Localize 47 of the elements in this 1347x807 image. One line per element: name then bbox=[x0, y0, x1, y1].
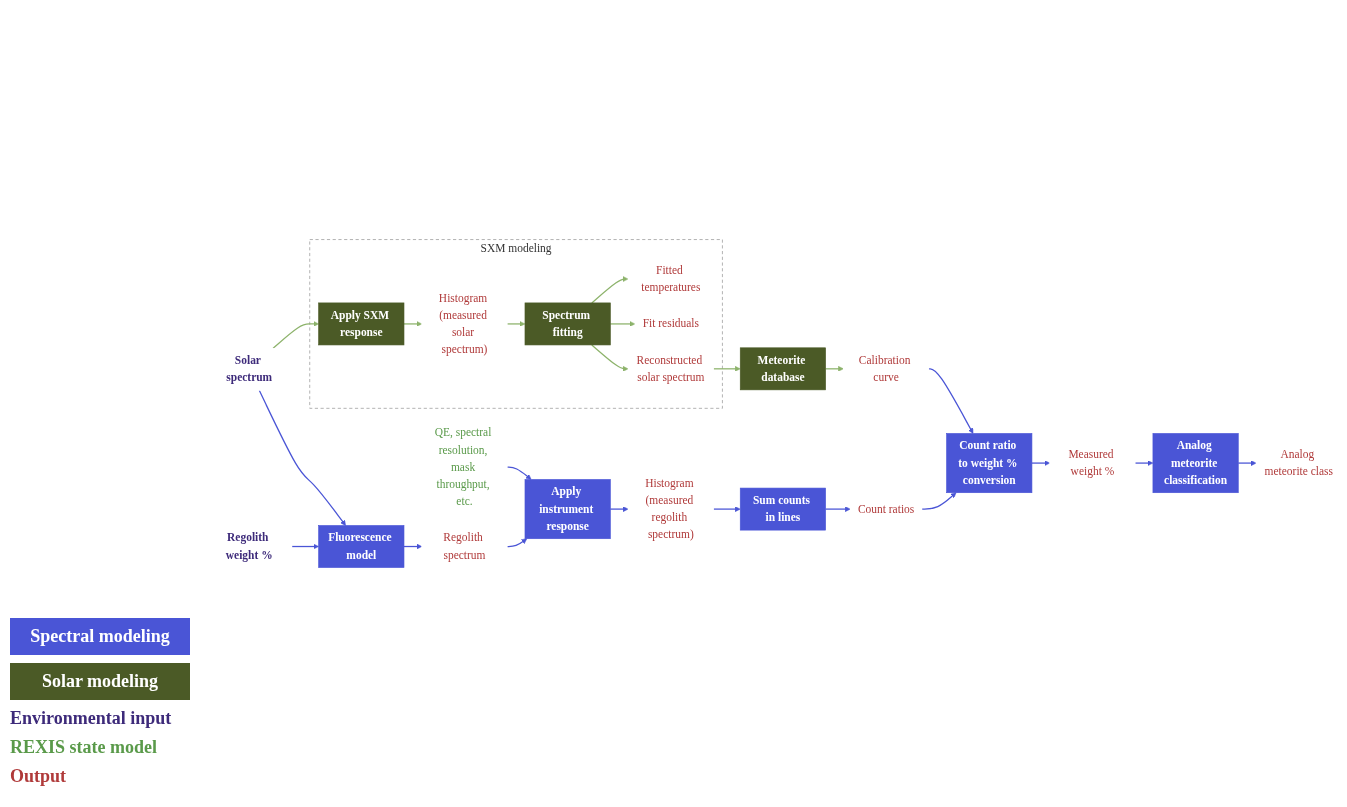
arrow bbox=[506, 321, 525, 327]
node-text: Analog meteorite class bbox=[1264, 447, 1333, 478]
arrow bbox=[920, 492, 956, 510]
node-box: Count ratio to weight % conversion bbox=[945, 433, 1032, 493]
arrow bbox=[609, 321, 635, 327]
node-box: Apply SXM response bbox=[317, 302, 404, 346]
node-text: Histogram (measured regolith spectrum) bbox=[644, 476, 694, 541]
arrow bbox=[1133, 460, 1153, 466]
arrow bbox=[712, 366, 740, 372]
arrow bbox=[1237, 460, 1256, 466]
node-text: Regolith spectrum bbox=[442, 531, 485, 562]
legend-swatch: Spectral modeling bbox=[10, 618, 190, 655]
node-text: Measured weight % bbox=[1067, 447, 1114, 478]
node-text: Histogram (measured solar spectrum) bbox=[438, 291, 487, 356]
arrow bbox=[402, 543, 422, 550]
arrow bbox=[402, 321, 422, 327]
arrow bbox=[272, 321, 319, 349]
node-text: Calibration curve bbox=[858, 353, 910, 384]
arrow bbox=[824, 366, 844, 372]
arrow bbox=[1030, 460, 1050, 466]
node-text: Count ratios bbox=[857, 502, 914, 516]
node-box: Apply instrument response bbox=[524, 479, 611, 539]
arrow bbox=[258, 389, 346, 526]
node-text: Solar spectrum bbox=[225, 353, 272, 384]
arrow bbox=[609, 506, 628, 512]
node-text: QE, spectral resolution, mask throughput, etc. bbox=[434, 426, 491, 508]
node-box: Sum counts in lines bbox=[739, 487, 826, 531]
arrow bbox=[506, 538, 527, 548]
node-text: Fitted temperatures bbox=[640, 263, 700, 294]
arrow bbox=[824, 506, 850, 512]
node-box: Meteorite database bbox=[739, 347, 826, 391]
node-text: Regolith weight % bbox=[225, 531, 273, 562]
node-text: Reconstructed solar spectrum bbox=[636, 353, 704, 384]
arrow bbox=[506, 466, 531, 480]
legend-text: REXIS state model bbox=[10, 737, 158, 758]
node-text: Fit residuals bbox=[642, 317, 699, 330]
node-box: Fluorescence model bbox=[317, 525, 404, 568]
arrow bbox=[590, 344, 628, 372]
legend-swatch: Solar modeling bbox=[10, 663, 190, 700]
node-box: Spectrum fitting bbox=[524, 302, 611, 346]
node-box: Analog meteorite classification bbox=[1152, 433, 1239, 493]
legend-text: Output bbox=[10, 766, 68, 787]
arrow bbox=[290, 543, 319, 550]
arrow bbox=[590, 276, 628, 304]
arrow bbox=[712, 506, 740, 512]
legend-text: Environmental input bbox=[10, 708, 173, 729]
arrow bbox=[927, 368, 973, 434]
